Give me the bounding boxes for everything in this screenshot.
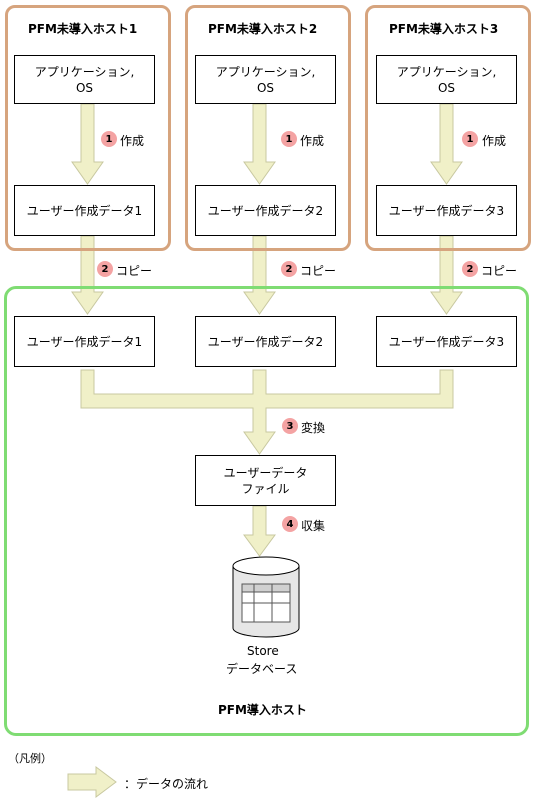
pfm-host-title: PFM導入ホスト [218,703,307,717]
user-data-file-box: ユーザーデータ ファイル [195,455,336,506]
app-os-box-2: アプリケーション, OS [195,55,336,104]
legend-flow-label: ：データの流れ [124,777,209,791]
pfm-user-data-box-1: ユーザー作成データ1 [14,316,155,367]
app-os-box-3: アプリケーション, OS [376,55,517,104]
create-arrow-1 [71,103,104,185]
step-badge-create-3: 1 [462,131,478,147]
step-badge-copy-2: 2 [281,261,297,277]
step-label-copy-3: コピー [481,264,518,278]
legend-title: （凡例） [8,752,52,765]
create-arrow-2 [243,103,276,185]
host-frame-2 [185,5,351,251]
host-title-2: PFM未導入ホスト2 [208,22,318,36]
host-user-data-box-3: ユーザー作成データ3 [376,185,517,236]
legend-flow-arrow-icon [67,766,117,798]
pfm-user-data-box-2: ユーザー作成データ2 [195,316,336,367]
step-label-convert: 変換 [301,421,326,435]
create-arrow-3 [430,103,463,185]
host-user-data-box-1: ユーザー作成データ1 [14,185,155,236]
pfm-host-frame [4,286,529,736]
pfm-user-data-box-3: ユーザー作成データ3 [376,316,517,367]
store-database-icon [232,556,300,638]
host-frame-1 [5,5,171,251]
copy-arrow-2 [243,235,276,315]
step-label-copy-2: コピー [300,264,337,278]
database-label: データベース [226,662,298,676]
step-badge-copy-3: 2 [462,261,478,277]
copy-arrow-1 [71,235,104,315]
host-user-data-box-2: ユーザー作成データ2 [195,185,336,236]
copy-arrow-3 [430,235,463,315]
collect-arrow [243,505,276,557]
step-badge-create-2: 1 [281,131,297,147]
convert-arrow [80,369,454,455]
step-label-create-2: 作成 [300,134,325,148]
step-badge-collect: 4 [282,516,298,532]
step-label-collect: 収集 [301,519,326,533]
store-label: Store [247,644,279,658]
host-title-1: PFM未導入ホスト1 [28,22,138,36]
step-badge-convert: 3 [282,418,298,434]
app-os-box-1: アプリケーション, OS [14,55,155,104]
step-badge-copy-1: 2 [97,261,113,277]
step-label-copy-1: コピー [116,264,153,278]
step-badge-create-1: 1 [101,131,117,147]
host-frame-3 [365,5,531,251]
host-title-3: PFM未導入ホスト3 [389,22,499,36]
step-label-create-3: 作成 [482,134,507,148]
step-label-create-1: 作成 [120,134,145,148]
